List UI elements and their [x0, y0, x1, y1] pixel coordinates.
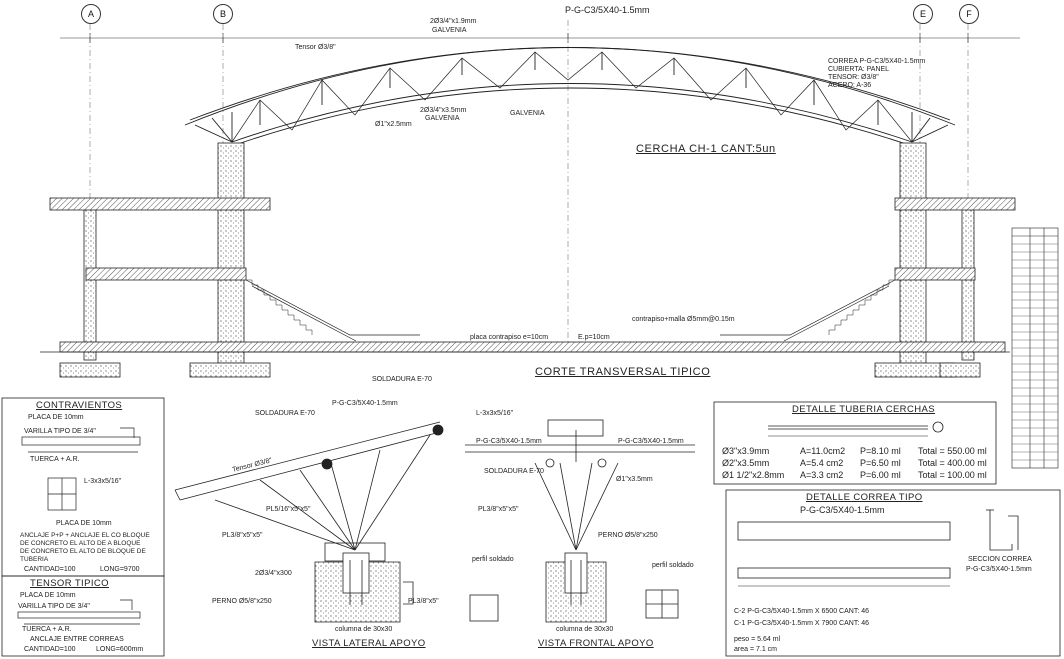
lateral-label-7: 2Ø3/4"x300: [255, 570, 292, 577]
frontal-view-drawing: [465, 419, 695, 623]
correa-section-label: SECCION CORREA: [968, 556, 1032, 563]
contravientos-qty: CANTIDAD=100: [24, 566, 76, 573]
truss-label: CERCHA CH-1 CANT:5un: [636, 143, 776, 155]
tuberia-cell: P=8.10 ml: [860, 446, 901, 456]
top-callout: P-G-C3/5X40-1.5mm: [565, 5, 650, 15]
frontal-label-4: SOLDADURA E-70: [484, 468, 544, 475]
callout-5: Ø1"x2.5mm: [375, 121, 412, 128]
contravientos-row-4: L-3x3x5/16": [84, 478, 122, 485]
frontal-label-1: L-3x3x5/16": [476, 410, 514, 417]
footings: [59, 362, 981, 378]
grid-axis-b: B: [213, 4, 233, 24]
frontal-label-2: P-G-C3/5X40-1.5mm: [476, 438, 542, 445]
columns: [83, 142, 975, 364]
column-e: [899, 142, 927, 364]
lateral-label-1: SOLDADURA E-70: [255, 410, 315, 417]
contravientos-drawing: [21, 427, 141, 511]
tensor-label: Tensor Ø3/8": [295, 44, 336, 51]
lateral-label-6: PL3/8"x5"x5": [222, 532, 263, 539]
note-line-4: ACERO: A-36: [828, 82, 872, 89]
frontal-label-5: Ø1"x3.5mm: [616, 476, 653, 483]
tuberia-cell: Ø2"x3.5mm: [722, 458, 770, 468]
tuberia-cell: Total = 400.00 ml: [918, 458, 987, 468]
grid-axis-e: E: [913, 4, 933, 24]
contravientos-row-3: TUERCA + A.R.: [30, 456, 80, 463]
tensor-row-3: TUERCA + A.R.: [22, 626, 72, 633]
tuberia-cell: P=6.50 ml: [860, 458, 901, 468]
tuberia-cell: Ø1 1/2"x2.8mm: [722, 470, 785, 480]
grid-axis-a: A: [81, 4, 101, 24]
tuberia-cell: Ø3"x3.9mm: [722, 446, 770, 456]
note-line-2: CUBIERTA: PANEL: [828, 66, 890, 73]
callout-4: GALVENIA: [425, 115, 460, 122]
contravientos-row-1: PLACA DE 10mm: [28, 414, 84, 421]
frontal-label-10: perfil soldado: [652, 562, 694, 569]
tensor-panel: [1, 575, 165, 657]
correa-weight: peso = 5.64 ml: [734, 636, 781, 643]
frontal-label-8: columna de 30x30: [556, 626, 614, 633]
correa-line-1: C-2 P-G-C3/5X40-1.5mm X 6500 CANT: 46: [734, 608, 869, 615]
callout-3: 2Ø3/4"x3.5mm: [420, 107, 467, 114]
lateral-label-8: PERNO Ø5/8"x250: [212, 598, 272, 605]
lateral-label-5: PL5/16"x5"x5": [266, 506, 311, 513]
correa-subtitle: P-G-C3/5X40-1.5mm: [800, 505, 885, 515]
section-title: CORTE TRANSVERSAL TIPICO: [535, 366, 711, 378]
tensor-qty: CANTIDAD=100: [24, 646, 76, 653]
floor-label-2: E.p=10cm: [578, 334, 610, 341]
frontal-label-6: PL3/8"x5"x5": [478, 506, 519, 513]
lateral-label-9: PL3/8"x5": [408, 598, 439, 605]
tuberia-cell: Total = 550.00 ml: [918, 446, 987, 456]
frontal-label-7: PERNO Ø5/8"x250: [598, 532, 658, 539]
tensor-row-1: PLACA DE 10mm: [20, 592, 76, 599]
arch-truss: [184, 47, 956, 147]
tuberia-title: DETALLE TUBERIA CERCHAS: [792, 404, 935, 415]
grid-axis-f: F: [959, 4, 979, 24]
tensor-title: TENSOR TIPICO: [30, 578, 109, 589]
contravientos-row-5: PLACA DE 10mm: [56, 520, 112, 527]
correa-line-2: C-1 P-G-C3/5X40-1.5mm X 7900 CANT: 46: [734, 620, 869, 627]
correa-title: DETALLE CORREA TIPO: [806, 492, 923, 503]
stairs: [245, 279, 896, 342]
tuberia-cell: P=6.00 ml: [860, 470, 901, 480]
tuberia-cell: A=5.4 cm2: [800, 458, 844, 468]
frontal-title: VISTA FRONTAL APOYO: [538, 638, 654, 649]
callout-6: GALVENIA: [510, 110, 545, 117]
frontal-label-9: perfil soldado: [472, 556, 514, 563]
lateral-view-drawing: [174, 421, 444, 623]
tuberia-cell: A=11.0cm2: [800, 446, 846, 456]
lateral-label-2: P-G-C3/5X40-1.5mm: [332, 400, 398, 407]
note-line-3: TENSOR: Ø3/8": [828, 74, 879, 81]
right-schedule-rows: [1012, 243, 1058, 461]
tensor-drawing: [17, 599, 141, 625]
top-dimension: [60, 33, 1020, 43]
correa-section-spec: P-G-C3/5X40-1.5mm: [966, 566, 1032, 573]
correa-area: area = 7.1 cm: [734, 646, 777, 653]
floor-label-1: placa contrapiso e=10cm: [470, 334, 549, 341]
contravientos-length: LONG=9700: [100, 566, 140, 573]
grid-axes: [89, 20, 969, 360]
lateral-label-3: SOLDADURA E-70: [372, 376, 432, 383]
callout-1: 2Ø3/4"x1.9mm: [430, 18, 477, 25]
lateral-title: VISTA LATERAL APOYO: [312, 638, 426, 649]
tensor-row-2: VARILLA TIPO DE 3/4": [18, 603, 90, 610]
column-b: [217, 142, 245, 364]
callout-2: GALVENIA: [432, 27, 467, 34]
frontal-label-3: P-G-C3/5X40-1.5mm: [618, 438, 684, 445]
tensor-length: LONG=600mm: [96, 646, 144, 653]
floor-label-3: contrapiso+malla Ø5mm@0.15m: [632, 316, 735, 323]
correa-drawing: [737, 509, 1019, 587]
note-line-1: CORREA P-G-C3/5X40-1.5mm: [828, 58, 926, 65]
tuberia-panel: [713, 401, 997, 485]
lateral-label-10: columna de 30x30: [335, 626, 393, 633]
tuberia-cell: A=3.3 cm2: [800, 470, 844, 480]
contravientos-note: ANCLAJE P+P + ANCLAJE EL CO BLOQUE DE CO…: [20, 532, 150, 563]
tuberia-cell: Total = 100.00 ml: [918, 470, 987, 480]
floor-slabs: [40, 197, 1016, 353]
contravientos-row-2: VARILLA TIPO DE 3/4": [24, 428, 96, 435]
correa-panel: [725, 489, 1061, 657]
tuberia-drawing: [768, 421, 944, 437]
tensor-note: ANCLAJE ENTRE CORREAS: [30, 636, 124, 643]
contravientos-title: CONTRAVIENTOS: [36, 400, 123, 411]
